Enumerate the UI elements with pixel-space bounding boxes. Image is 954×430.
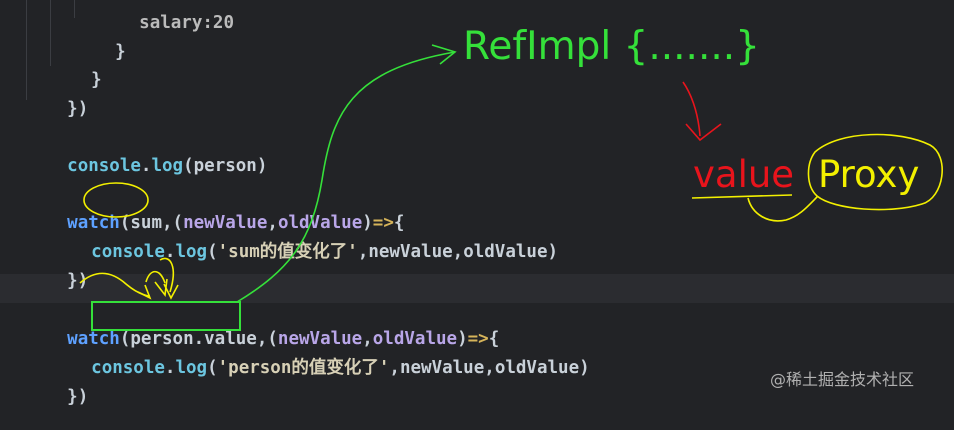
arrow-head — [154, 278, 168, 298]
code-line-console-person: console.log(person) — [25, 133, 267, 199]
old-value-param: oldValue — [277, 213, 363, 233]
indent-guide — [26, 0, 27, 100]
arrow-head — [431, 44, 457, 65]
value-annotation: value — [693, 153, 795, 196]
old-value-param: oldValue — [372, 329, 458, 349]
close-paren: ) — [579, 358, 590, 378]
person-value-highlight-box — [91, 301, 241, 331]
indent-guide — [74, 0, 75, 18]
open-paren: ( — [119, 213, 131, 233]
person-arg: person — [193, 156, 257, 176]
value-proxy-link — [747, 195, 819, 222]
code-line-watch-person-close: }) — [25, 364, 88, 430]
arrow-squiggle — [145, 270, 166, 284]
closing-paren: }) — [67, 99, 89, 119]
old-value-arg: oldValue — [463, 242, 548, 262]
callback-close-paren: ) — [362, 213, 373, 233]
code-line-brace-inner: } — [73, 19, 126, 85]
dot: . — [164, 242, 176, 262]
value-underline — [691, 194, 793, 199]
arrow-head — [163, 283, 179, 300]
code-line-watch-sum: watch(sum,(newValue,oldValue)=>{ — [25, 190, 404, 256]
callback-close-paren: ) — [457, 329, 468, 349]
comma: , — [389, 358, 400, 378]
console-object: console — [91, 358, 165, 378]
open-brace: { — [393, 213, 405, 233]
console-object: console — [67, 156, 141, 176]
closing-paren: }) — [67, 271, 89, 291]
new-value-param: newValue — [277, 329, 363, 349]
property-text: salary:20 — [139, 13, 234, 33]
close-paren: ) — [256, 156, 268, 176]
open-paren: ( — [183, 156, 194, 176]
log-method: log — [175, 242, 208, 262]
old-value-arg: oldValue — [494, 358, 580, 378]
callback-open-paren: ( — [172, 213, 184, 233]
arrow-operator: => — [372, 213, 394, 233]
message-string: 'sum的值变化了' — [217, 242, 358, 262]
closing-brace: } — [91, 70, 102, 90]
open-paren: ( — [119, 329, 131, 349]
sum-source: sum — [130, 213, 162, 233]
watermark: @稀土掘金技术社区 — [770, 370, 915, 389]
indent-guide — [50, 0, 51, 66]
dot: . — [164, 358, 176, 378]
arrow-squiggle — [79, 272, 151, 297]
comma: , — [357, 242, 369, 262]
watch-keyword: watch — [67, 329, 120, 349]
code-line-close-object: }) — [25, 76, 88, 142]
code-editor: salary:20 } } }) console.log(person) wat… — [25, 0, 590, 407]
comma: , — [362, 329, 373, 349]
watch-keyword: watch — [67, 213, 120, 233]
new-value-arg: newValue — [399, 358, 485, 378]
new-value-param: newValue — [183, 213, 268, 233]
message-string: 'person的值变化了' — [217, 358, 390, 378]
refimpl-annotation: RefImpl {.......} — [463, 24, 760, 69]
dot: . — [140, 156, 152, 176]
code-line-watch-person: watch(person.value,(newValue,oldValue)=>… — [25, 306, 499, 372]
new-value-arg: newValue — [368, 242, 453, 262]
code-line-salary: salary:20 — [97, 0, 234, 56]
red-connector-arrow — [682, 81, 701, 137]
code-line-watch-person-body: console.log('person的值变化了',newValue,oldVa… — [49, 335, 590, 401]
comma: , — [452, 242, 464, 262]
arrow-head — [685, 123, 722, 142]
proxy-highlight-circle — [807, 133, 943, 211]
green-connector-arrow — [236, 51, 456, 303]
code-line-brace-outer: } — [49, 47, 102, 113]
annotation-layer — [79, 44, 943, 331]
console-object: console — [91, 242, 165, 262]
sum-highlight-circle — [83, 182, 149, 218]
close-paren: ) — [547, 242, 559, 262]
comma: , — [267, 213, 278, 233]
person-value-source: person.value — [130, 329, 257, 349]
log-method: log — [175, 358, 208, 378]
open-paren: ( — [207, 242, 218, 262]
comma: , — [256, 329, 268, 349]
proxy-annotation: Proxy — [818, 153, 920, 196]
code-line-watch-sum-body: console.log('sum的值变化了',newValue,oldValue… — [49, 219, 558, 285]
comma: , — [484, 358, 495, 378]
arrow-operator: => — [467, 329, 489, 349]
closing-brace: } — [115, 42, 126, 62]
comma: , — [162, 213, 173, 233]
arrow-squiggle — [159, 257, 175, 293]
code-line-watch-sum-close: }) — [25, 248, 88, 314]
closing-paren: }) — [67, 387, 89, 407]
open-brace: { — [488, 329, 500, 349]
open-paren: ( — [207, 358, 218, 378]
arrow-head — [137, 284, 152, 300]
callback-open-paren: ( — [267, 329, 278, 349]
log-method: log — [151, 156, 184, 176]
